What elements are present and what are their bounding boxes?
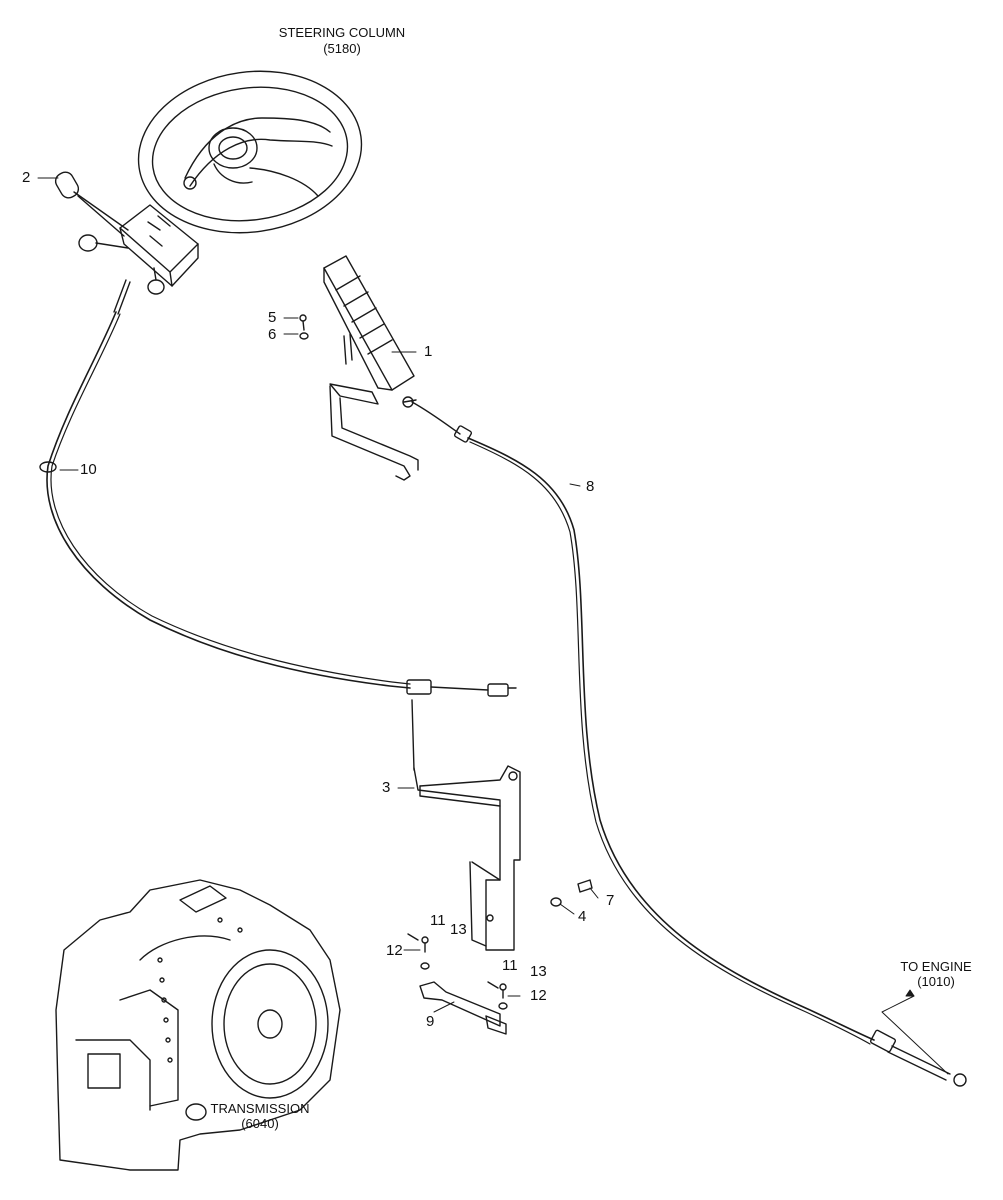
callout-8: 8 bbox=[586, 478, 595, 495]
callout-3: 3 bbox=[382, 779, 391, 796]
callout-11-upper: 11 bbox=[430, 912, 446, 929]
engine-code: (1010) bbox=[917, 974, 955, 989]
callout-12-upper: 12 bbox=[386, 942, 403, 959]
callout-5: 5 bbox=[268, 309, 277, 326]
cable-10 bbox=[39, 311, 517, 697]
steering-wheel bbox=[137, 70, 363, 234]
callout-9: 9 bbox=[426, 1013, 435, 1030]
transmission-code: (6040) bbox=[241, 1116, 279, 1131]
engine-title: TO ENGINE bbox=[900, 959, 972, 974]
steering-column-code: (5180) bbox=[323, 41, 361, 56]
callout-13-upper: 13 bbox=[450, 921, 467, 938]
callout-6: 6 bbox=[268, 326, 277, 343]
callout-7: 7 bbox=[606, 892, 615, 909]
cable-8 bbox=[411, 401, 967, 1087]
leader-lines bbox=[37, 177, 949, 1075]
callout-1: 1 bbox=[424, 343, 433, 360]
callout-13-lower: 13 bbox=[530, 963, 547, 980]
hardware bbox=[299, 314, 593, 1010]
steering-column-title: STEERING COLUMN bbox=[278, 25, 406, 40]
callout-4: 4 bbox=[578, 908, 587, 925]
callout-12-lower: 12 bbox=[530, 987, 547, 1004]
transmission-title: TRANSMISSION bbox=[210, 1101, 310, 1116]
callout-10: 10 bbox=[80, 461, 97, 478]
transmission bbox=[55, 879, 341, 1171]
callout-2: 2 bbox=[22, 169, 31, 186]
bracket-3 bbox=[411, 699, 521, 951]
shift-switch-assembly bbox=[54, 171, 199, 315]
callout-11-lower: 11 bbox=[502, 957, 518, 974]
accelerator-pedal bbox=[323, 255, 419, 481]
strap-9 bbox=[419, 981, 507, 1035]
